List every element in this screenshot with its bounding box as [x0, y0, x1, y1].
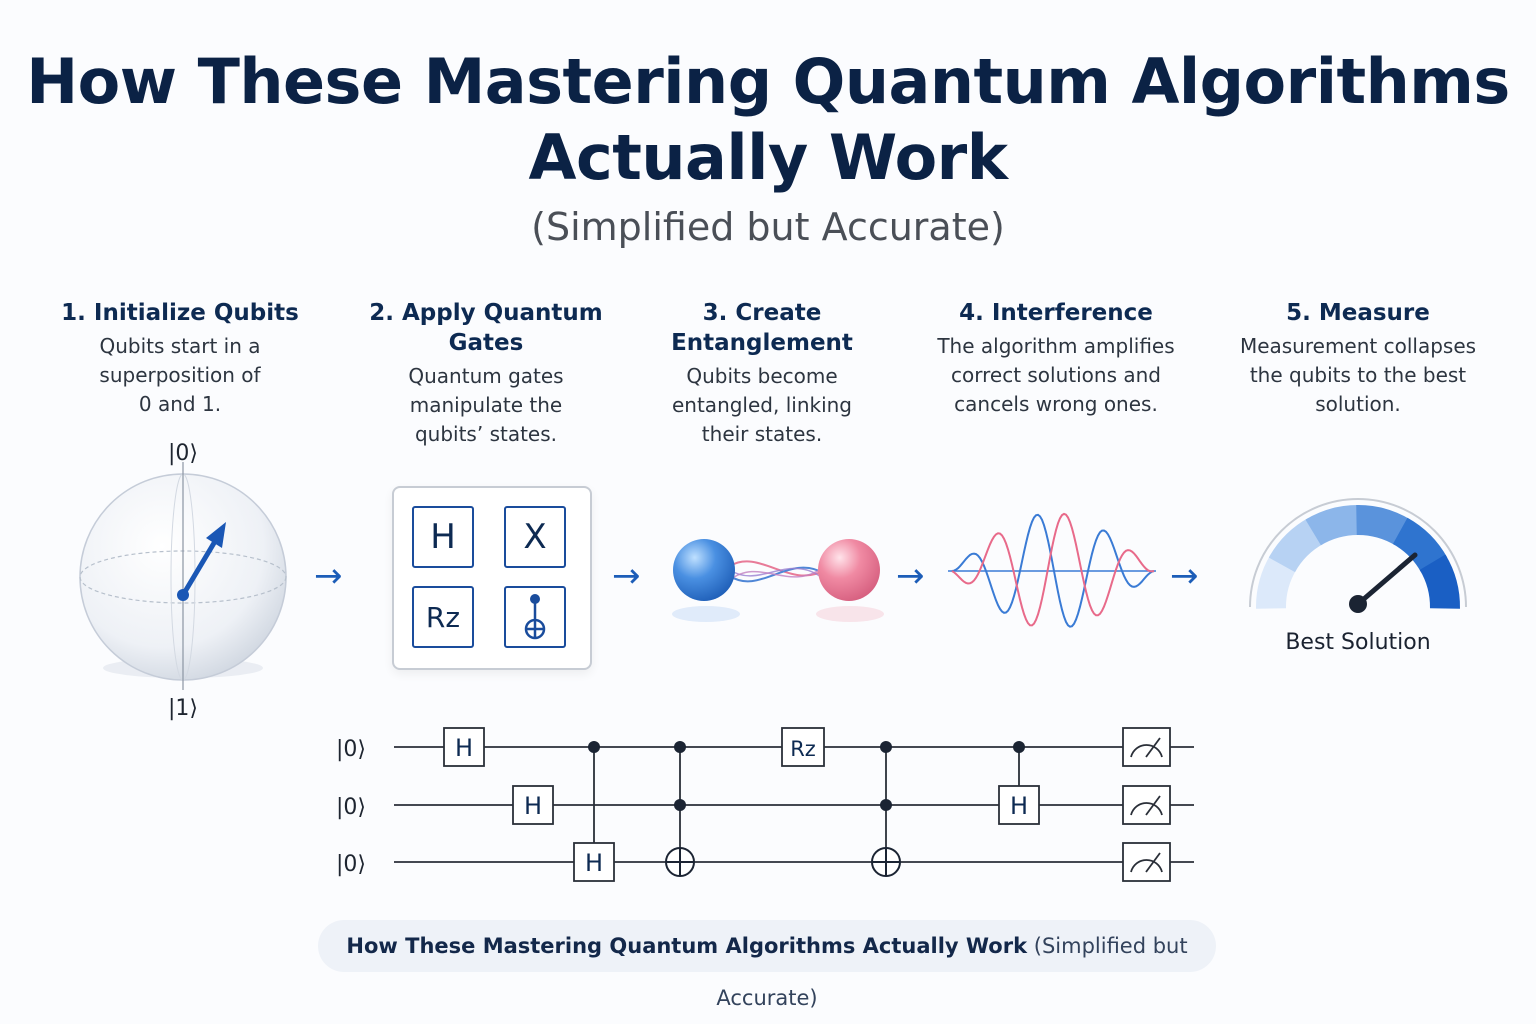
- step-1-title: 1. Initialize Qubits: [61, 300, 299, 326]
- flow-arrow-1: →: [314, 556, 343, 596]
- gauge-segment: [1268, 517, 1324, 573]
- control-dot: [674, 799, 686, 811]
- step-2-desc: Quantum gates manipulate the qubits’ sta…: [408, 364, 564, 446]
- entanglement-illustration: [672, 539, 884, 622]
- step-apply-gates: 2. Apply Quantum Gates Quantum gates man…: [366, 298, 606, 449]
- step-entanglement: 3. Create Entanglement Qubits become ent…: [642, 298, 882, 449]
- step-initialize: 1. Initialize Qubits Qubits start in a s…: [60, 298, 300, 419]
- step-5-desc: Measurement collapses the qubits to the …: [1239, 334, 1477, 416]
- control-dot: [674, 741, 686, 753]
- step-2-title: 2. Apply Quantum Gates: [369, 300, 603, 356]
- control-dot: [880, 741, 892, 753]
- step-measure: 5. Measure Measurement collapses the qub…: [1226, 298, 1490, 419]
- title-line-2: Actually Work: [528, 121, 1008, 194]
- gates-panel: H X Rz: [392, 486, 592, 670]
- svg-text:H: H: [524, 792, 542, 820]
- h-gate-icon: H: [412, 506, 474, 568]
- gauge-segment: [1356, 505, 1411, 546]
- target-xor-icon: [871, 847, 901, 877]
- title-line-1: How These Mastering Quantum Algorithms: [26, 45, 1510, 118]
- target-xor-icon: [665, 847, 695, 877]
- quantum-circuit: |0⟩ |0⟩ |0⟩ H: [336, 727, 1194, 882]
- measurement-meter-icon: [1122, 727, 1171, 767]
- gauge-segment: [1392, 517, 1448, 573]
- gauge-pivot: [1349, 595, 1367, 613]
- step-interference: 4. Interference The algorithm amplifies …: [926, 298, 1186, 419]
- footer-caption: How These Mastering Quantum Algorithms A…: [318, 920, 1216, 1010]
- circuit-h-gate: H: [998, 785, 1040, 825]
- control-dot: [880, 799, 892, 811]
- ket-1-label: |1⟩: [168, 696, 198, 721]
- step-3-title: 3. Create Entanglement: [671, 300, 853, 356]
- ket-0-label: |0⟩: [168, 441, 198, 466]
- flow-arrow-3: →: [896, 556, 925, 596]
- x-gate-icon: X: [504, 506, 566, 568]
- svg-text:H: H: [1010, 792, 1028, 820]
- gauge-segment: [1255, 554, 1297, 609]
- svg-text:H: H: [455, 734, 473, 762]
- qubit-blue-ball: [673, 539, 735, 601]
- circuit-qubit-2-label: |0⟩: [336, 852, 366, 877]
- circuit-qubit-0-label: |0⟩: [336, 737, 366, 762]
- gauge-needle: [1355, 552, 1418, 607]
- step-1-desc: Qubits start in a superposition of 0 and…: [99, 334, 261, 416]
- control-dot: [588, 741, 600, 753]
- qubit-pink-ball: [818, 539, 880, 601]
- measurement-meter-icon: [1122, 785, 1171, 825]
- step-5-title: 5. Measure: [1286, 300, 1430, 326]
- circuit-h-gate: H: [443, 727, 485, 767]
- svg-text:H: H: [585, 849, 603, 877]
- page-subtitle: (Simplified but Accurate): [531, 205, 1005, 249]
- measurement-gauge: [1249, 498, 1467, 613]
- control-dot: [1013, 741, 1025, 753]
- bloch-sphere: |0⟩ |1⟩: [79, 441, 287, 721]
- wave-pink: [951, 512, 1155, 627]
- circuit-h-gate: H: [573, 842, 615, 882]
- footer-caption-bold: How These Mastering Quantum Algorithms A…: [346, 934, 1028, 958]
- cnot-gate-icon: [504, 586, 566, 648]
- svg-text:Rz: Rz: [790, 737, 816, 761]
- rz-gate-icon: Rz: [412, 586, 474, 648]
- circuit-rz-gate: Rz: [781, 727, 825, 767]
- wave-blue: [951, 513, 1155, 628]
- footer-caption-light: (Simplified but Accurate): [716, 934, 1188, 1010]
- circuit-qubit-1-label: |0⟩: [336, 795, 366, 820]
- flow-arrow-4: →: [1170, 556, 1199, 596]
- circuit-h-gate: H: [512, 785, 554, 825]
- step-4-desc: The algorithm amplifies correct solution…: [937, 334, 1175, 416]
- state-vector-arrowhead: [206, 522, 226, 548]
- gauge-segment: [1305, 505, 1360, 546]
- best-solution-label: Best Solution: [1285, 630, 1431, 655]
- measurement-meter-icon: [1122, 842, 1171, 882]
- interference-waves: [948, 512, 1156, 628]
- step-3-desc: Qubits become entangled, linking their s…: [671, 364, 853, 446]
- step-4-title: 4. Interference: [959, 300, 1153, 326]
- page-title: How These Mastering Quantum Algorithms A…: [0, 44, 1536, 196]
- flow-arrow-2: →: [612, 556, 641, 596]
- state-vector: [180, 536, 220, 597]
- gauge-segment: [1419, 554, 1460, 609]
